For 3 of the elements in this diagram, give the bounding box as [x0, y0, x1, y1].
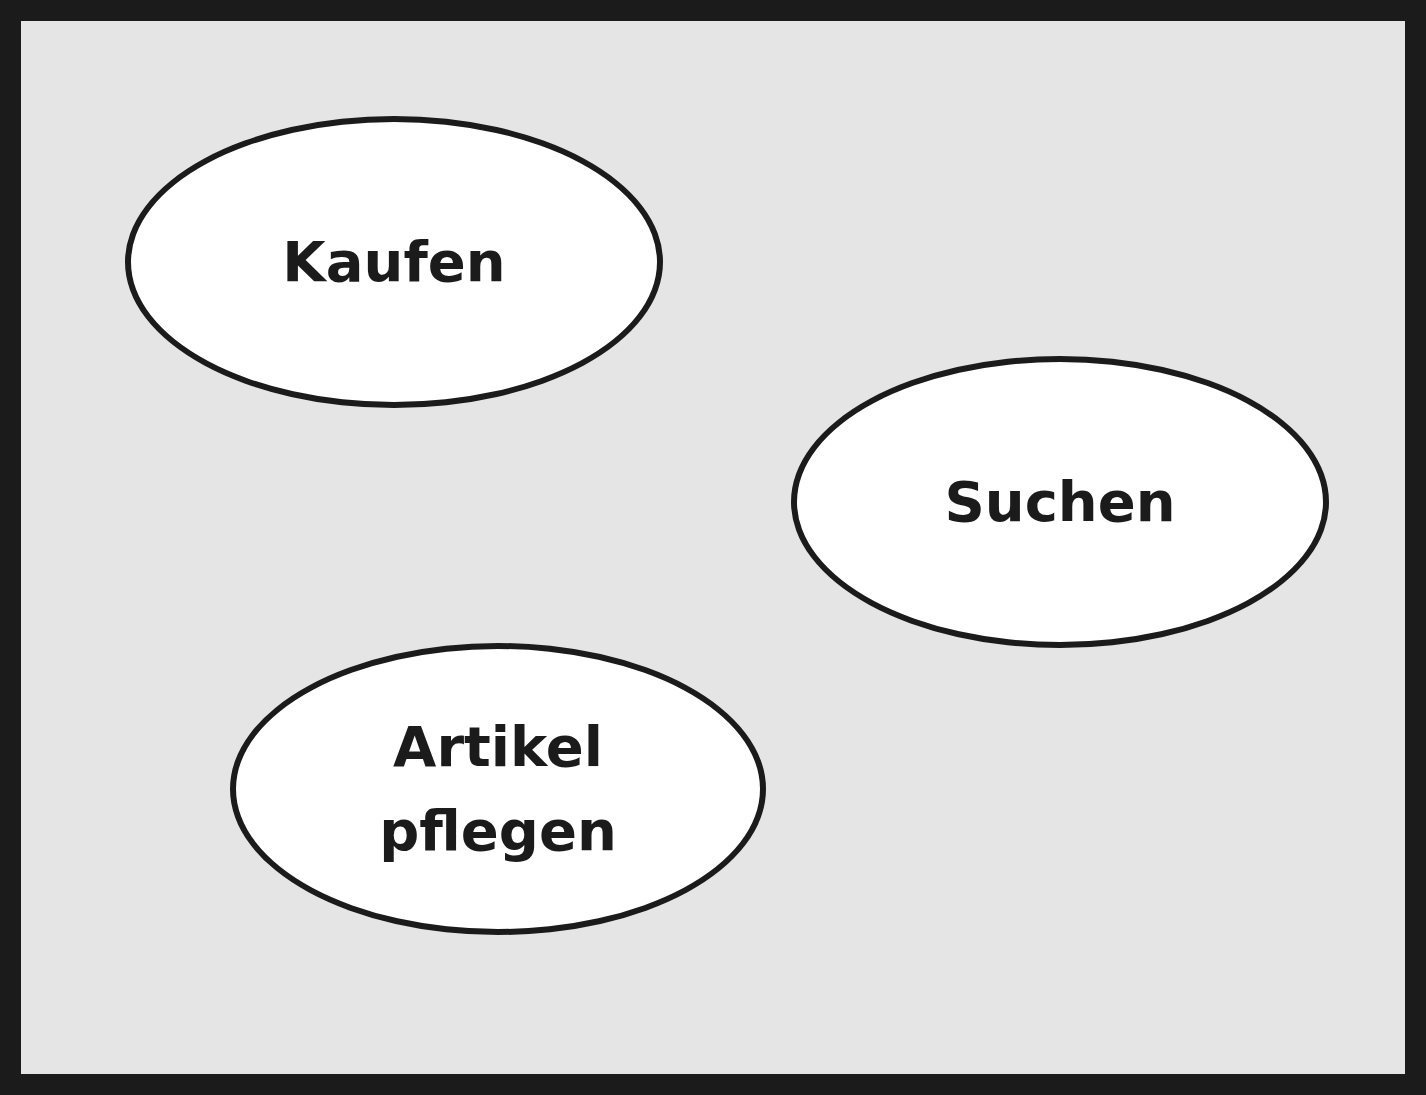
use-case-label: Suchen: [944, 468, 1176, 536]
use-case-label: Artikel pflegen: [378, 713, 618, 865]
use-case-label: Kaufen: [282, 228, 506, 296]
